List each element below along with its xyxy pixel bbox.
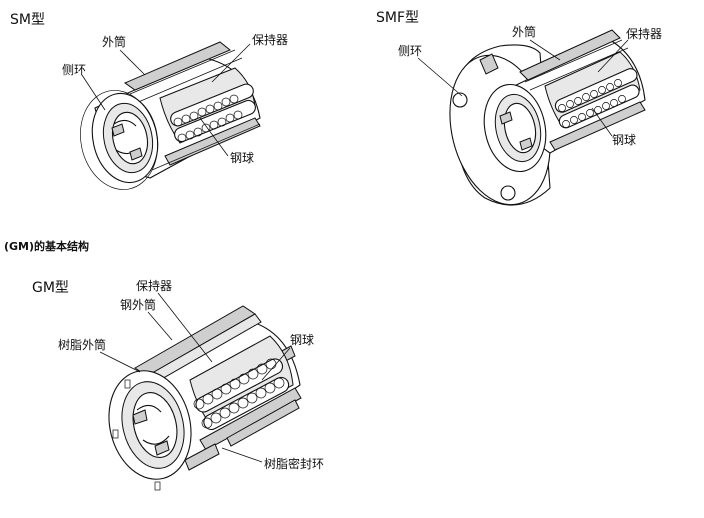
gm-label-steel-outer-sleeve: 钢外筒 — [120, 298, 157, 312]
sm-label-outer-sleeve: 外筒 — [102, 35, 127, 49]
smf-bearing-illustration — [449, 29, 646, 206]
gm-steel-balls — [193, 358, 290, 431]
sm-bearing-illustration — [80, 41, 261, 190]
smf-title: SMF型 — [376, 10, 420, 26]
sm-label-side-ring: 侧环 — [62, 63, 87, 77]
smf-label-retainer: 保持器 — [626, 27, 663, 41]
smf-label-steel-ball: 钢球 — [612, 133, 637, 147]
gm-title: GM型 — [32, 280, 69, 296]
gm-label-resin-outer-sleeve: 树脂外筒 — [58, 338, 107, 352]
smf-label-side-ring: 侧环 — [398, 44, 423, 58]
gm-label-retainer: 保持器 — [136, 279, 173, 293]
sm-title: SM型 — [10, 12, 45, 28]
gm-label-resin-seal-ring: 树脂密封环 — [264, 457, 325, 471]
smf-steel-balls — [554, 68, 640, 129]
gm-label-steel-ball: 钢球 — [290, 333, 315, 347]
sm-steel-balls — [170, 83, 256, 143]
smf-label-outer-sleeve: 外筒 — [512, 25, 537, 39]
section-title: (GM)的基本结构 — [4, 240, 90, 253]
sm-label-retainer: 保持器 — [252, 33, 289, 47]
gm-bearing-illustration — [108, 305, 302, 491]
sm-label-steel-ball: 钢球 — [230, 151, 255, 165]
